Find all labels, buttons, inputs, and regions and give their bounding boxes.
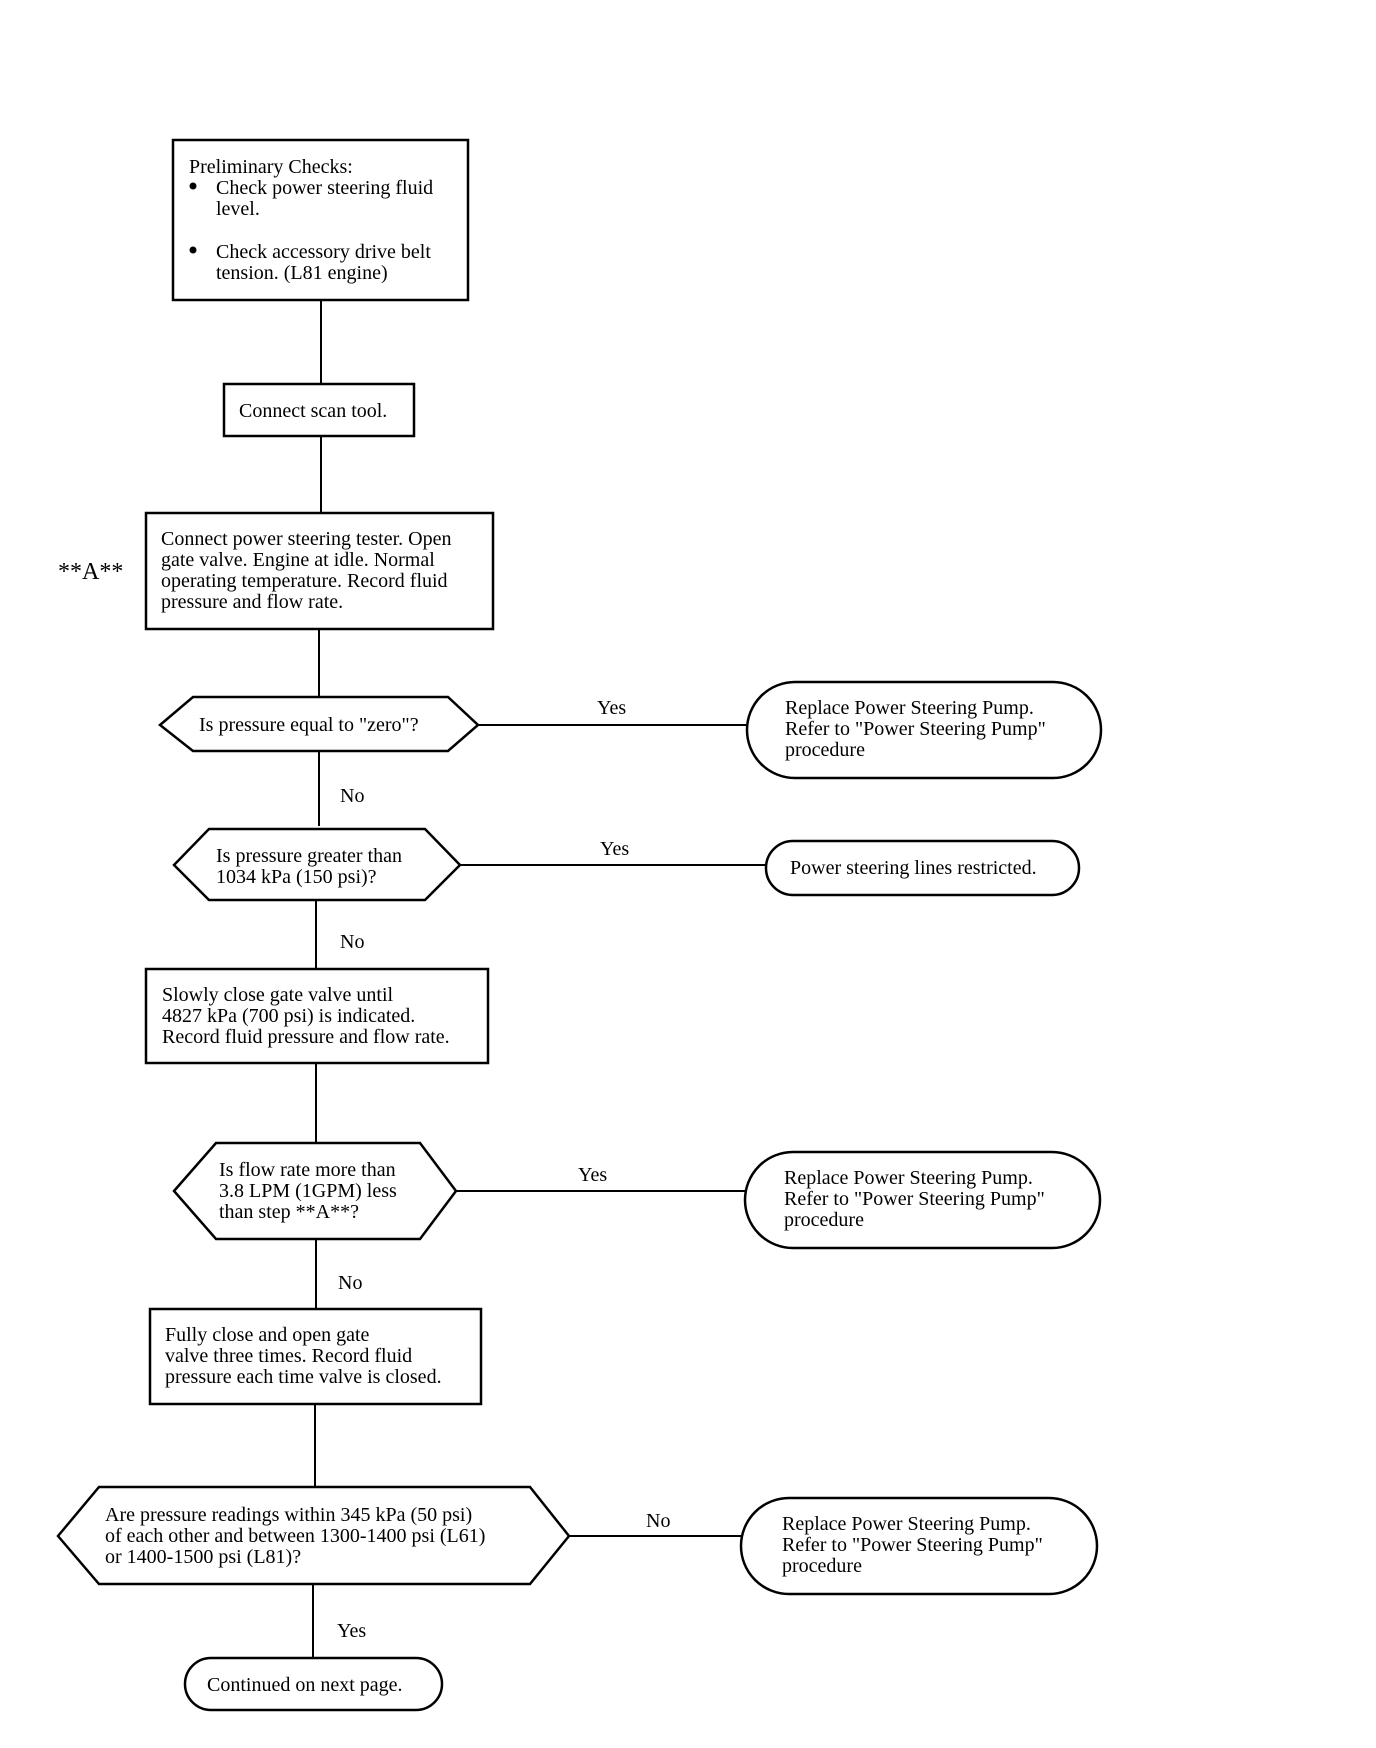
decision-flow-rate-line3: than step **A**? [219, 1201, 359, 1223]
connect-tester-line4: pressure and flow rate. [161, 591, 343, 613]
replace-pump-2-line2: Refer to "Power Steering Pump" [784, 1188, 1045, 1210]
decision-pressure-readings-line1: Are pressure readings within 345 kPa (50… [105, 1504, 472, 1526]
connectors [312, 300, 766, 1658]
decision-flow-rate-line1: Is flow rate more than [219, 1159, 396, 1181]
preliminary-check-fluid-line2: level. [216, 198, 260, 220]
continued-text: Continued on next page. [207, 1674, 403, 1696]
connect-scan-tool-box: Connect scan tool. [222, 382, 416, 438]
replace-pump-frame-1 [745, 680, 1103, 780]
connect-scan-tool-text: Connect scan tool. [239, 400, 387, 422]
replace-pump-1-line3: procedure [785, 739, 865, 761]
replace-pump-3-line1: Replace Power Steering Pump. [782, 1513, 1031, 1535]
label-yes-readings: Yes [337, 1620, 366, 1642]
fully-close-gate-line2: valve three times. Record fluid [165, 1345, 412, 1367]
decision-pressure-readings-line2: of each other and between 1300-1400 psi … [105, 1525, 485, 1547]
decision-pressure-readings-shape [56, 1485, 571, 1586]
fully-close-gate-box: Fully close and open gate valve three ti… [148, 1307, 483, 1406]
decision-pressure-zero-text: Is pressure equal to "zero"? [199, 714, 419, 736]
label-yes-zero: Yes [597, 697, 626, 719]
label-yes-greater: Yes [600, 838, 629, 860]
replace-pump-2-line1: Replace Power Steering Pump. [784, 1167, 1033, 1189]
step-marker-a: **A** [58, 559, 123, 585]
connect-scan-tool-frame [222, 382, 416, 438]
decision-flow-rate-line2: 3.8 LPM (1GPM) less [219, 1180, 397, 1202]
continued-terminal: Continued on next page. [183, 1656, 444, 1712]
decision-pressure-zero: Is pressure equal to "zero"? [158, 695, 480, 753]
close-gate-valve-line3: Record fluid pressure and flow rate. [162, 1026, 450, 1048]
bullet-icon [189, 182, 197, 190]
preliminary-checks-frame [171, 138, 470, 302]
label-no-zero: No [340, 785, 364, 807]
replace-pump-3-line3: procedure [782, 1555, 862, 1577]
close-gate-valve-line2: 4827 kPa (700 psi) is indicated. [162, 1005, 415, 1027]
decision-pressure-greater: Is pressure greater than 1034 kPa (150 p… [172, 827, 462, 902]
lines-restricted-text: Power steering lines restricted. [790, 857, 1037, 879]
replace-pump-1-line2: Refer to "Power Steering Pump" [785, 718, 1046, 740]
continued-frame [183, 1656, 444, 1712]
fully-close-gate-line3: pressure each time valve is closed. [165, 1366, 442, 1388]
decision-pressure-greater-line2: 1034 kPa (150 psi)? [216, 866, 377, 888]
connect-tester-line2: gate valve. Engine at idle. Normal [161, 549, 435, 571]
close-gate-valve-line1: Slowly close gate valve until [162, 984, 394, 1006]
replace-pump-terminal-3: Replace Power Steering Pump. Refer to "P… [739, 1496, 1099, 1596]
close-gate-valve-box: Slowly close gate valve until 4827 kPa (… [144, 967, 490, 1065]
replace-pump-frame-3 [739, 1496, 1099, 1596]
replace-pump-frame-2 [743, 1150, 1102, 1250]
connect-tester-frame [144, 511, 495, 631]
decision-flow-rate: Is flow rate more than 3.8 LPM (1GPM) le… [172, 1141, 458, 1241]
replace-pump-terminal-2: Replace Power Steering Pump. Refer to "P… [743, 1150, 1102, 1250]
replace-pump-2-line3: procedure [784, 1209, 864, 1231]
replace-pump-1-line1: Replace Power Steering Pump. [785, 697, 1034, 719]
fully-close-gate-line1: Fully close and open gate [165, 1324, 370, 1346]
label-no-readings: No [646, 1510, 670, 1532]
connect-tester-box: Connect power steering tester. Open gate… [144, 511, 495, 631]
replace-pump-3-line2: Refer to "Power Steering Pump" [782, 1534, 1043, 1556]
fully-close-gate-frame [148, 1307, 483, 1406]
connect-tester-line3: operating temperature. Record fluid [161, 570, 448, 592]
close-gate-valve-frame [144, 967, 490, 1065]
decision-pressure-greater-shape [172, 827, 462, 902]
preliminary-checks-box: Preliminary Checks: Check power steering… [171, 138, 470, 302]
label-no-flow: No [338, 1272, 362, 1294]
decision-pressure-zero-shape [158, 695, 480, 753]
replace-pump-terminal-1: Replace Power Steering Pump. Refer to "P… [745, 680, 1103, 780]
decision-flow-rate-shape [172, 1141, 458, 1241]
preliminary-checks-heading: Preliminary Checks: [189, 156, 353, 178]
lines-restricted-frame [764, 839, 1081, 897]
lines-restricted-terminal: Power steering lines restricted. [764, 839, 1081, 897]
preliminary-check-fluid-line1: Check power steering fluid [216, 177, 433, 199]
label-no-greater: No [340, 931, 364, 953]
bullet-icon [189, 246, 197, 254]
connect-tester-line1: Connect power steering tester. Open [161, 528, 451, 550]
preliminary-check-belt-line1: Check accessory drive belt [216, 241, 431, 263]
preliminary-check-belt-line2: tension. (L81 engine) [216, 262, 388, 284]
decision-pressure-readings: Are pressure readings within 345 kPa (50… [56, 1485, 571, 1586]
label-yes-flow: Yes [578, 1164, 607, 1186]
decision-pressure-readings-line3: or 1400-1500 psi (L81)? [105, 1546, 301, 1568]
decision-pressure-greater-line1: Is pressure greater than [216, 845, 402, 867]
